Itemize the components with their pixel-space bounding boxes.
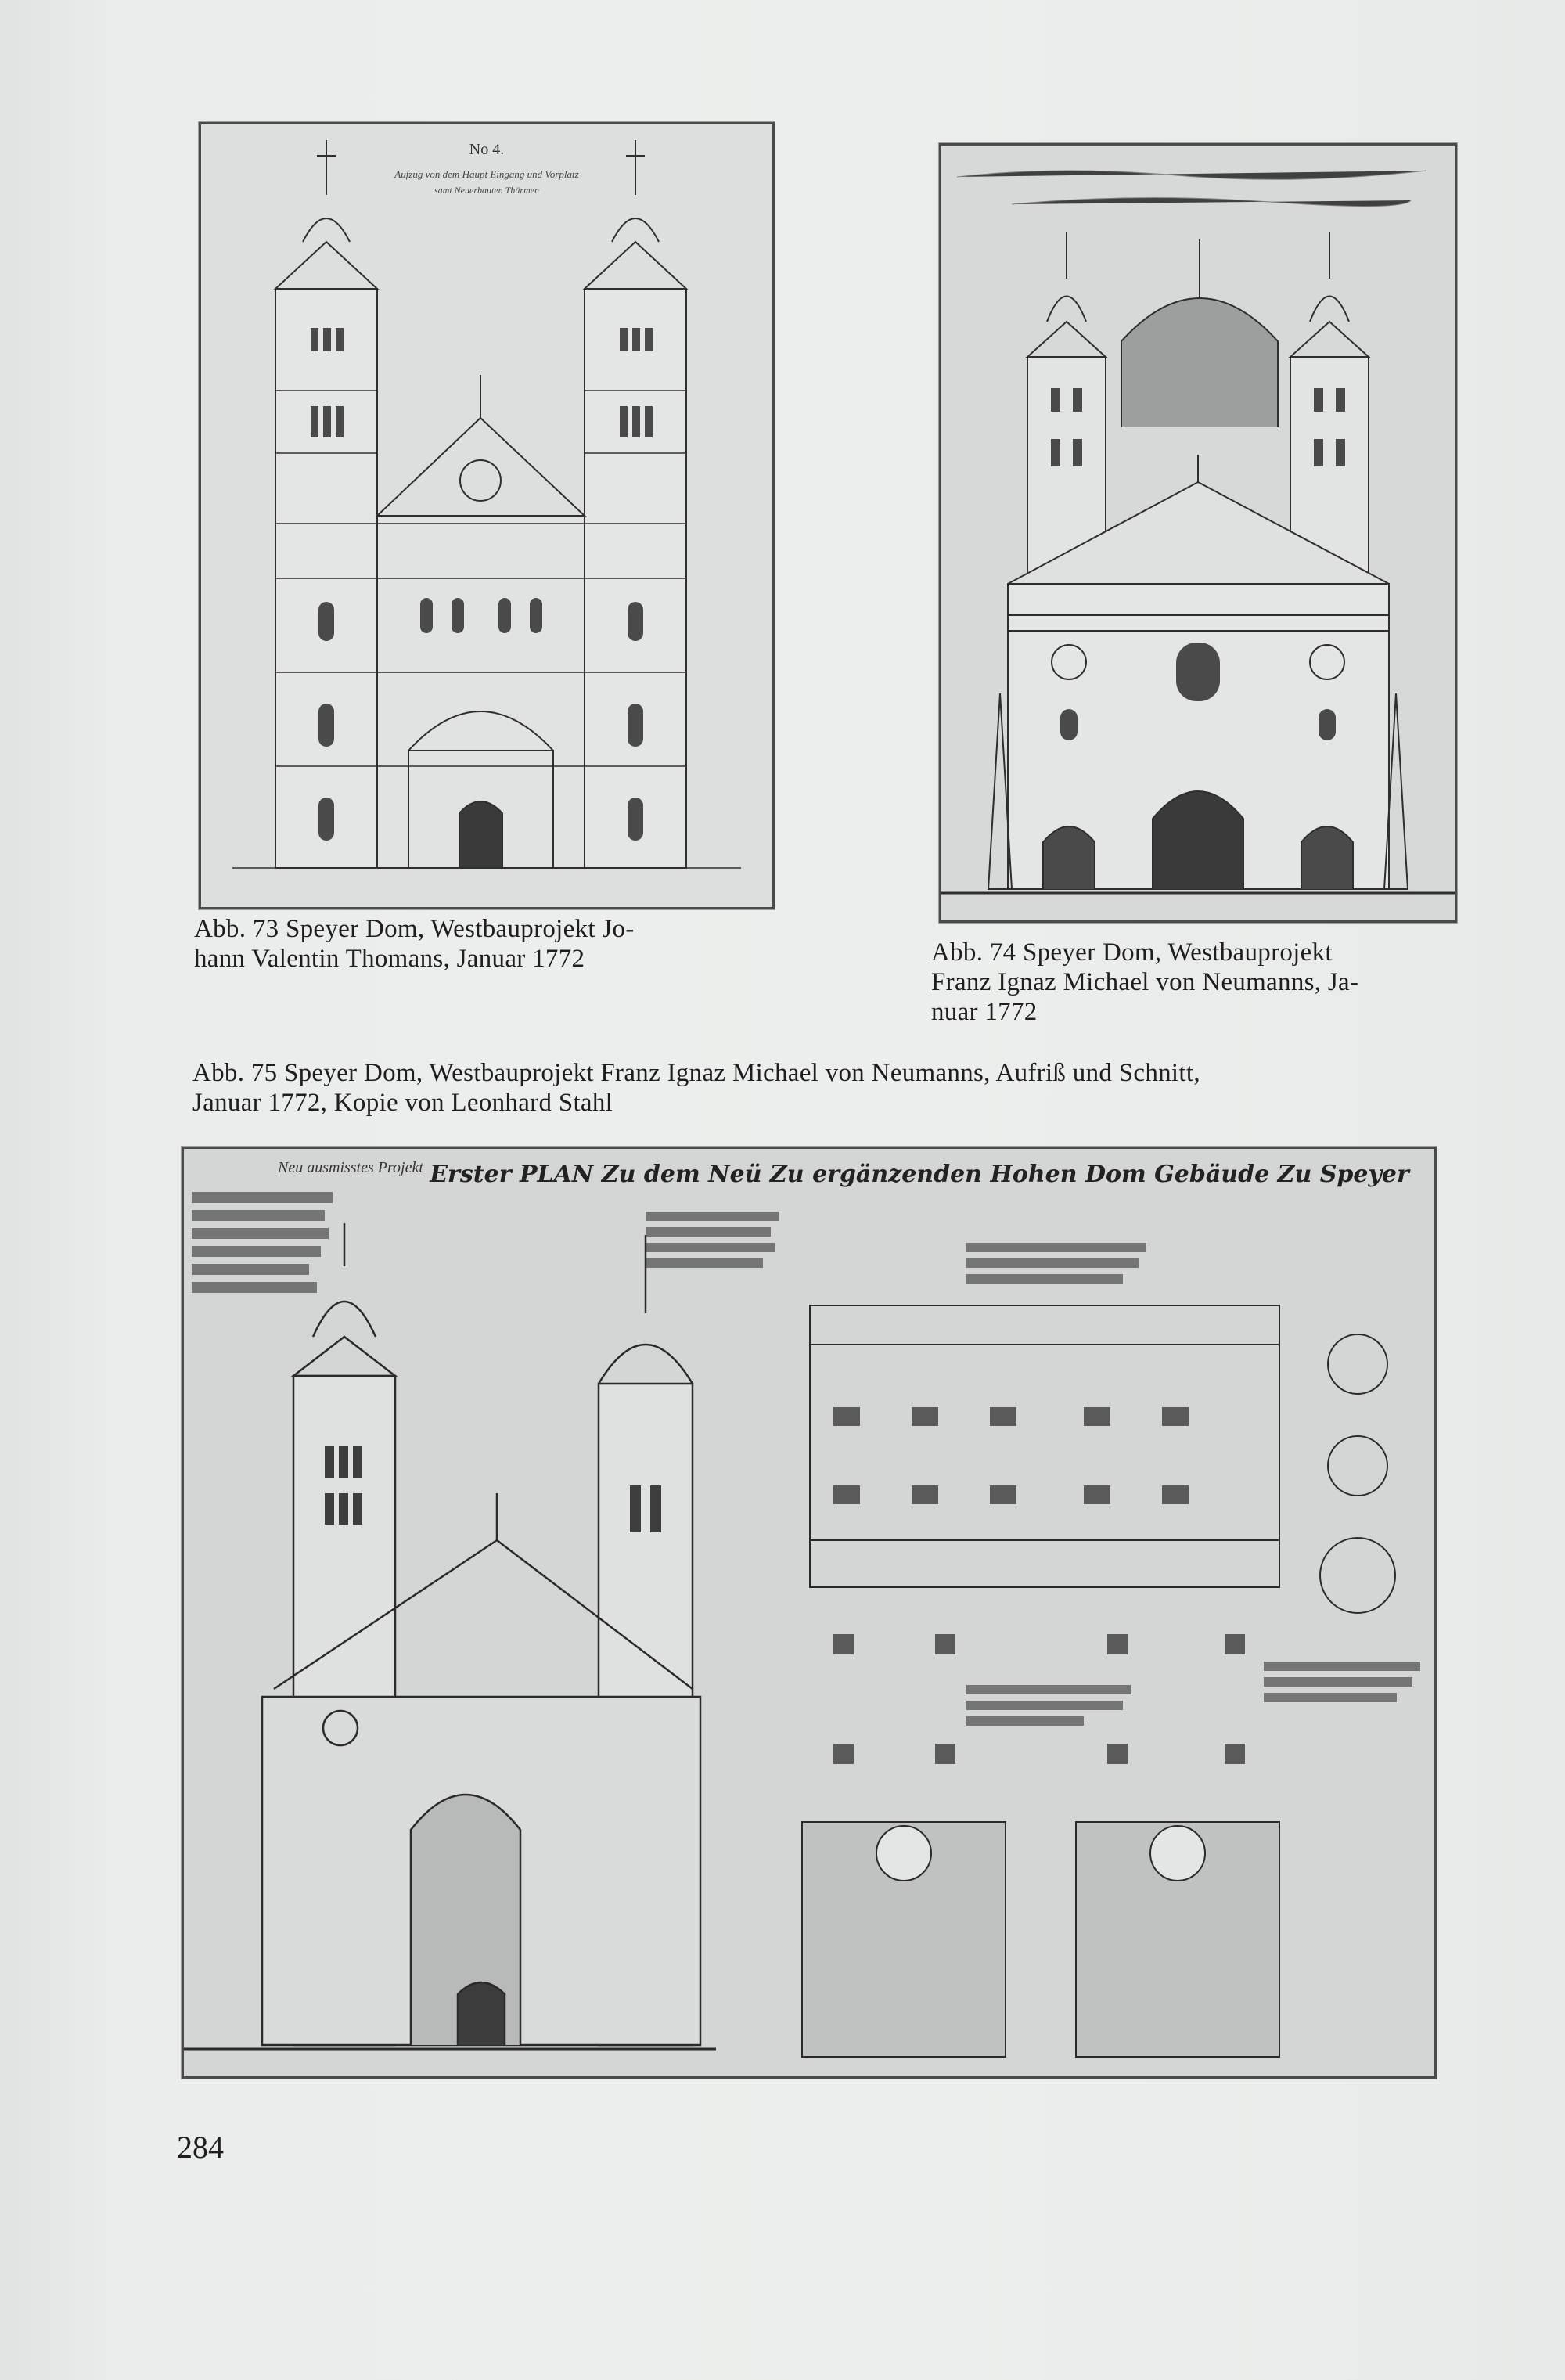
caption-line: Franz Ignaz Michael von Neumanns, Ja- xyxy=(931,968,1359,996)
plan-and-section-drawing: Neu ausmisstes Projekt Erster PLAN Zu de… xyxy=(184,1149,1434,2076)
page-number: 284 xyxy=(177,2130,224,2165)
figure-74-caption: Abb. 74 Speyer Dom, Westbauprojekt Franz… xyxy=(931,938,1463,1027)
caption-line: Januar 1772, Kopie von Leonhard Stahl xyxy=(192,1089,613,1117)
figure-75-caption: Abb. 75 Speyer Dom, Westbauprojekt Franz… xyxy=(192,1058,1444,1118)
facade-drawing-thomans: No 4. Aufzug von dem Haupt Eingang und V… xyxy=(201,124,772,907)
caption-line: Abb. 73 Speyer Dom, Westbauprojekt Jo- xyxy=(194,915,635,943)
caption-line: nuar 1772 xyxy=(931,998,1038,1026)
figure-74-image xyxy=(939,143,1457,923)
plate-subtitle: Neu ausmisstes Projekt xyxy=(277,1159,423,1176)
caption-line: hann Valentin Thomans, Januar 1772 xyxy=(194,945,585,973)
plate-inscription-1: No 4. xyxy=(470,141,504,158)
figure-73-image: No 4. Aufzug von dem Haupt Eingang und V… xyxy=(199,122,775,909)
facade-drawing-neumann xyxy=(941,146,1455,920)
caption-line: Abb. 75 Speyer Dom, Westbauprojekt Franz… xyxy=(192,1059,1200,1087)
caption-line: Abb. 74 Speyer Dom, Westbauprojekt xyxy=(931,938,1333,967)
figure-75-image: Neu ausmisstes Projekt Erster PLAN Zu de… xyxy=(182,1147,1437,2079)
plate-title: Erster PLAN Zu dem Neü Zu ergänzenden Ho… xyxy=(429,1161,1411,1188)
plate-inscription-2: Aufzug von dem Haupt Eingang und Vorplat… xyxy=(394,168,578,180)
figure-73-caption: Abb. 73 Speyer Dom, Westbauprojekt Jo- h… xyxy=(194,914,773,974)
plate-inscription-3: samt Neuerbauten Thürmen xyxy=(434,185,539,196)
